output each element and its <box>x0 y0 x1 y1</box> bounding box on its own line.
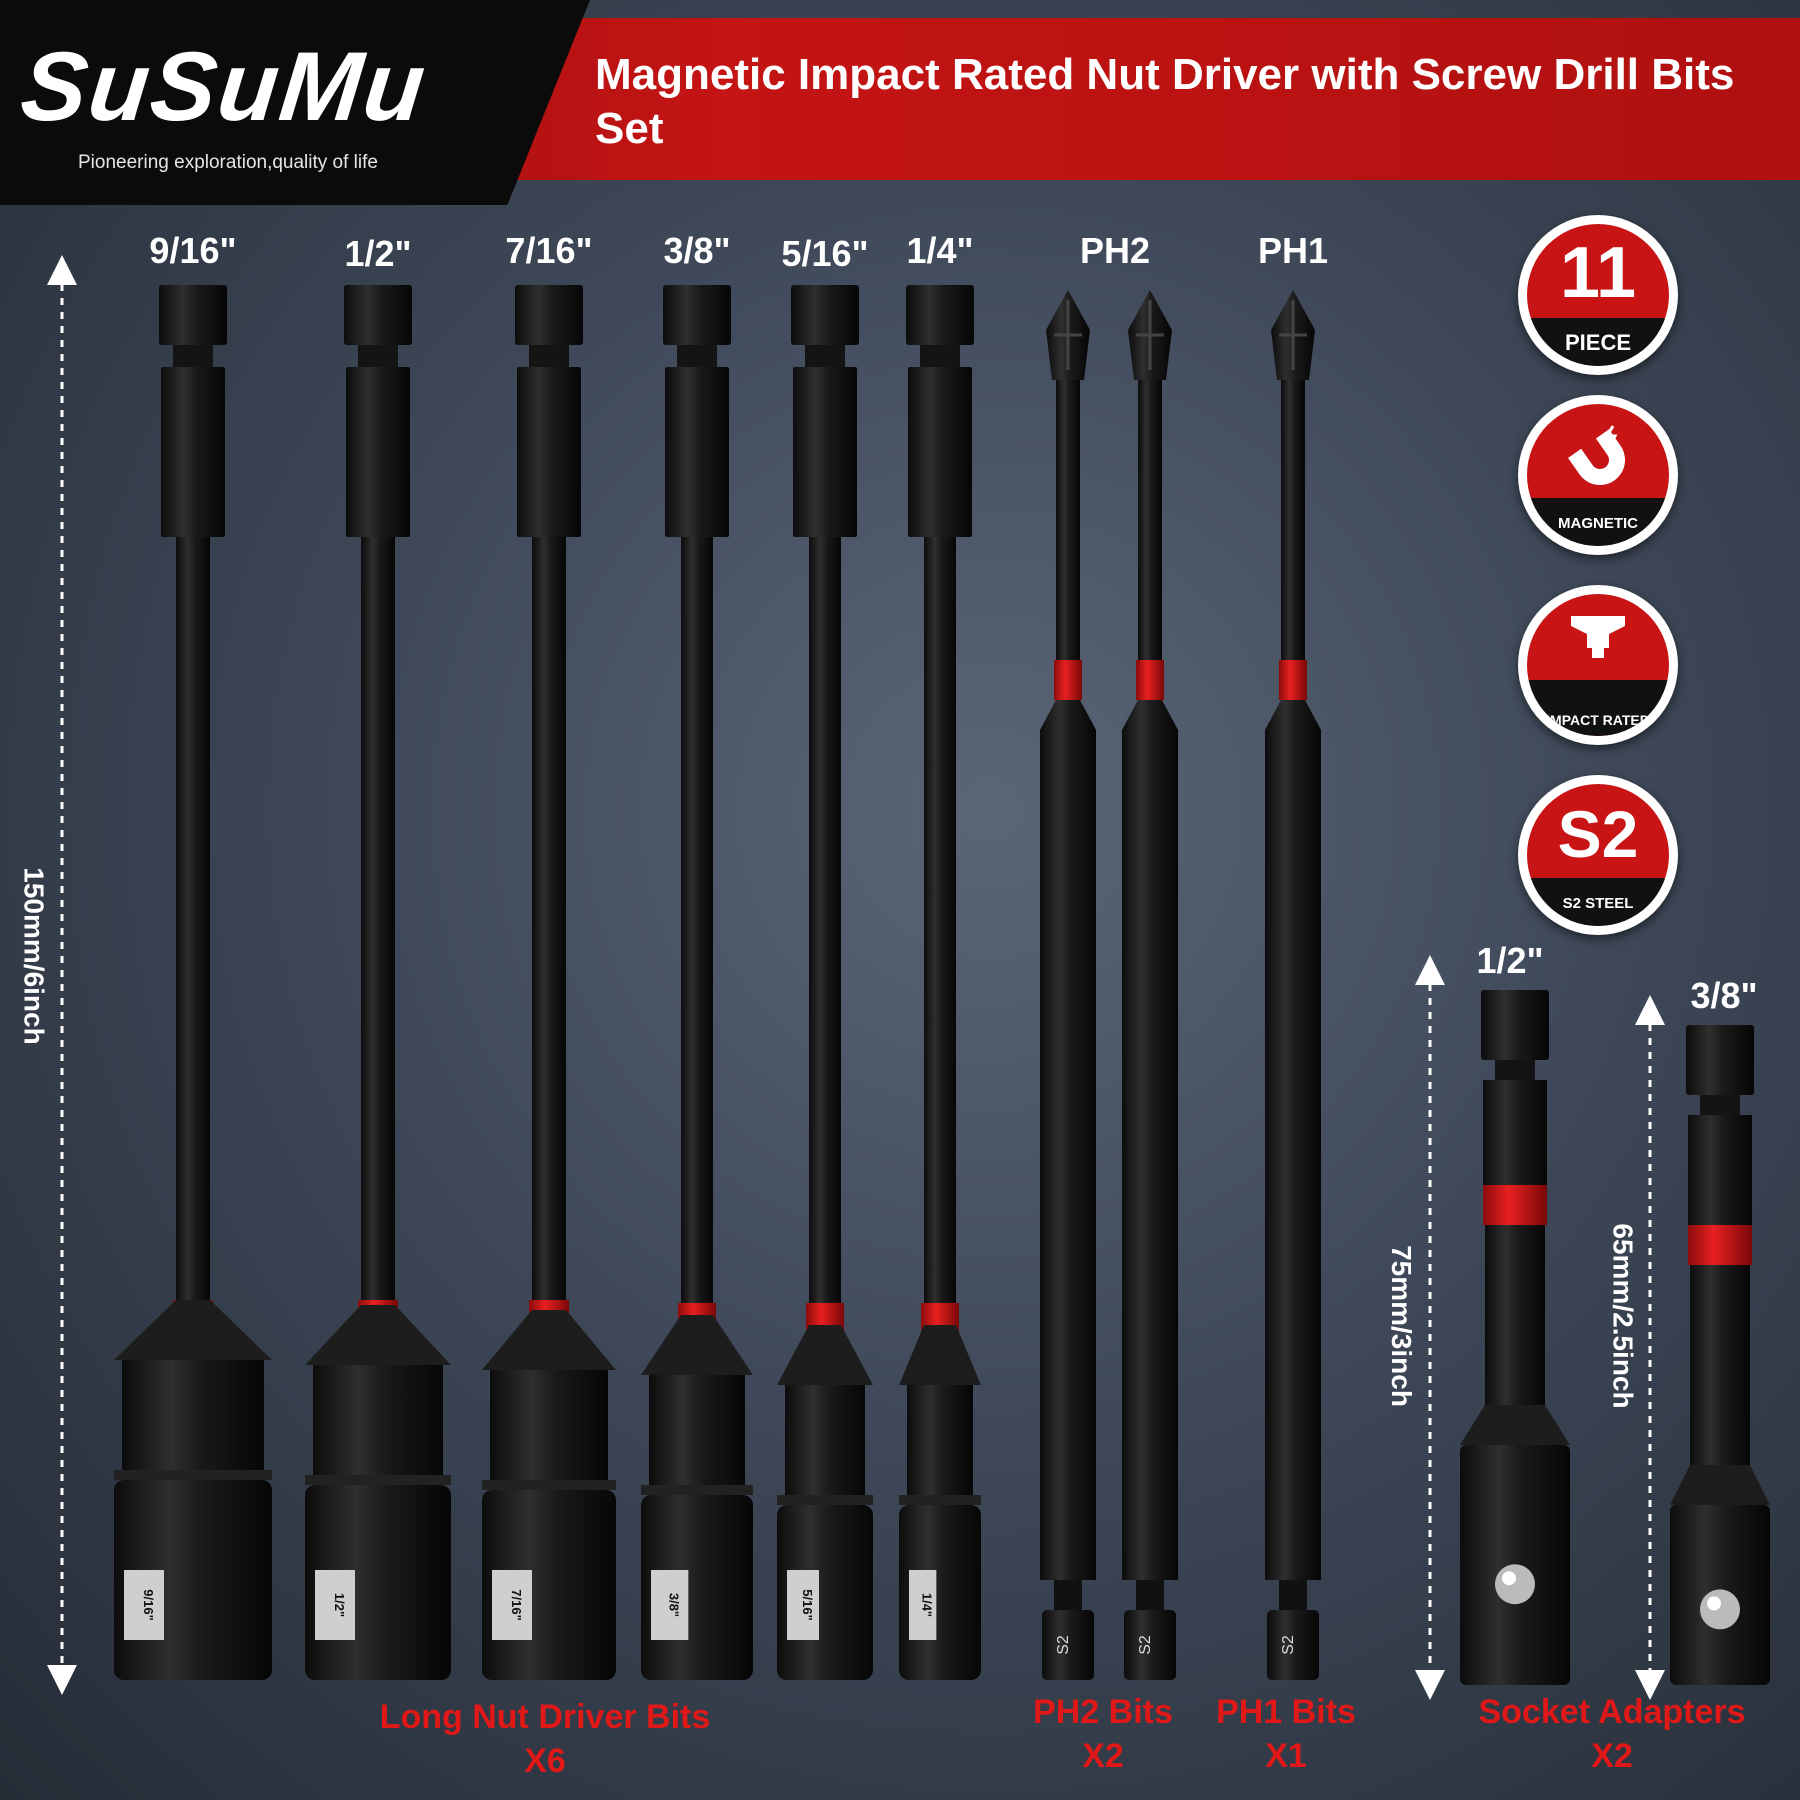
badge-steel-value: S2 <box>1557 797 1639 871</box>
nut-driver-bit: 1/4" <box>899 285 981 1680</box>
size-label-9-16: 9/16" <box>149 230 237 271</box>
badge-impact-rated: IMPACT RATED <box>1518 585 1678 745</box>
impact-socket-icon <box>1571 616 1625 658</box>
socket-size-mark: 7/16" <box>509 1589 524 1620</box>
dimension-long-text: 150mm/6inch <box>18 867 50 1045</box>
badge-piece-count: 11 PIECE <box>1518 215 1678 375</box>
badge-magnetic: MAGNETIC <box>1518 395 1678 555</box>
group-name-ph2: PH2 Bits <box>1033 1693 1173 1731</box>
socket-size-mark: 9/16" <box>141 1589 156 1620</box>
socket-adapter <box>1670 1025 1770 1685</box>
nut-driver-bit: 5/16" <box>777 285 873 1680</box>
red-band <box>1688 1225 1752 1265</box>
size-label-7-16: 7/16" <box>505 230 593 271</box>
size-label-3-8: 3/8" <box>663 230 731 271</box>
badge-count-value: 11 <box>1559 233 1637 313</box>
logo-panel <box>0 0 590 205</box>
size-label-5-16: 5/16" <box>781 233 869 274</box>
dimension-adapter2-text: 65mm/2.5inch <box>1607 1223 1639 1409</box>
socket-adapter <box>1460 990 1570 1685</box>
badge-s2-steel: S2 S2 STEEL <box>1518 775 1678 935</box>
size-label-1-2: 1/2" <box>344 233 412 274</box>
phillips-bit: S2 <box>1122 290 1178 1680</box>
red-band <box>1279 660 1307 700</box>
socket-size-plate <box>124 1570 164 1640</box>
group-label-adapters: Socket Adapters X2 <box>1478 1690 1745 1778</box>
red-band <box>1483 1185 1547 1225</box>
group-label-ph2: PH2 Bits X2 <box>1033 1690 1173 1778</box>
size-label-1-4: 1/4" <box>906 230 974 271</box>
detent-ball <box>1495 1564 1535 1605</box>
phillips-bit: S2 <box>1265 290 1321 1680</box>
socket-size-plate <box>315 1570 355 1640</box>
dimension-adapter1-text: 75mm/3inch <box>1385 1245 1417 1407</box>
socket-size-mark: 5/16" <box>800 1589 815 1620</box>
group-qty-ph1: X1 <box>1265 1737 1307 1776</box>
socket-size-mark: 1/2" <box>332 1593 347 1617</box>
badge-count-label: PIECE <box>1564 329 1632 355</box>
socket-size-plate <box>787 1570 819 1640</box>
bit-steel-mark: S2 <box>1137 1635 1154 1655</box>
socket-size-plate <box>909 1570 937 1640</box>
nut-driver-bit: 7/16" <box>482 285 616 1680</box>
nut-driver-bit: 1/2" <box>305 285 451 1680</box>
group-qty-adapters: X2 <box>1591 1737 1633 1776</box>
group-label-nut-drivers: Long Nut Driver Bits X6 <box>380 1695 711 1783</box>
detent-ball <box>1700 1589 1740 1630</box>
product-title: Magnetic Impact Rated Nut Driver with Sc… <box>595 50 1735 153</box>
socket-size-plate <box>651 1570 689 1640</box>
badge-impact-label: IMPACT RATED <box>1546 712 1650 729</box>
group-qty-ph2: X2 <box>1082 1737 1124 1776</box>
badge-steel-label: S2 STEEL <box>1562 895 1634 913</box>
socket-size-mark: 3/8" <box>667 1593 682 1617</box>
group-name-ph1: PH1 Bits <box>1216 1693 1356 1731</box>
nut-driver-bit: 3/8" <box>641 285 753 1680</box>
red-band <box>1054 660 1082 700</box>
magnet-icon <box>1568 425 1625 485</box>
socket-size-mark: 1/4" <box>920 1593 935 1617</box>
group-label-ph1: PH1 Bits X1 <box>1216 1690 1356 1778</box>
nut-driver-bit: 9/16" <box>114 285 272 1680</box>
size-label-ph2: PH2 <box>1079 230 1151 271</box>
size-label-adapter-1-2: 1/2" <box>1476 940 1544 981</box>
group-qty-nut: X6 <box>524 1742 566 1781</box>
badge-magnetic-label: MAGNETIC <box>1558 515 1638 533</box>
brand-tagline: Pioneering exploration,quality of life <box>78 152 378 173</box>
size-label-adapter-3-8: 3/8" <box>1690 975 1758 1016</box>
bit-steel-mark: S2 <box>1055 1635 1072 1655</box>
group-name-nut: Long Nut Driver Bits <box>379 1698 711 1736</box>
size-label-ph1: PH1 <box>1257 230 1329 271</box>
red-band <box>1136 660 1164 700</box>
bit-steel-mark: S2 <box>1280 1635 1297 1655</box>
socket-size-plate <box>492 1570 532 1640</box>
phillips-bit: S2 <box>1040 290 1096 1680</box>
group-name-adapters: Socket Adapters <box>1478 1693 1746 1731</box>
